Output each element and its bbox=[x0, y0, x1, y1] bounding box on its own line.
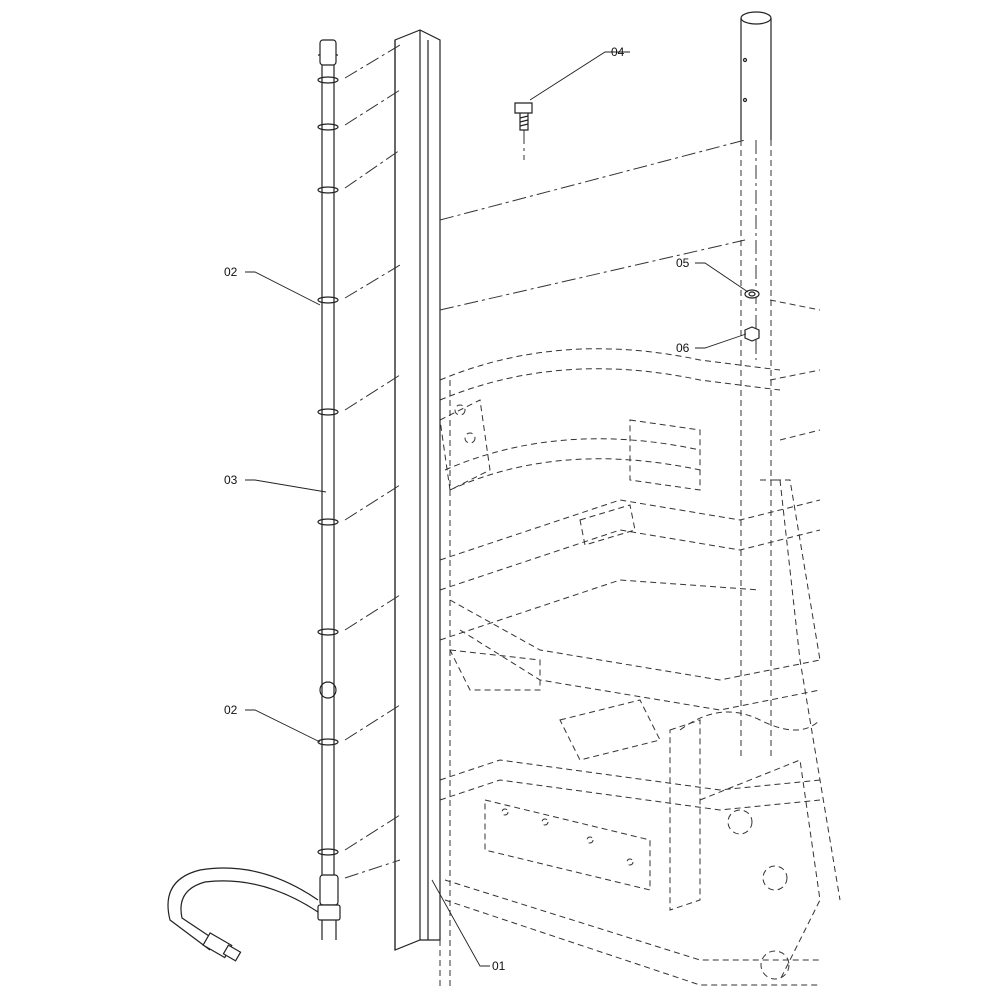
rail-01 bbox=[394, 29, 441, 951]
hose bbox=[167, 867, 319, 962]
callout-02-lower: 02 bbox=[224, 703, 238, 717]
bolt-04 bbox=[514, 102, 533, 131]
machine-frame bbox=[439, 299, 841, 990]
callout-06: 06 bbox=[676, 341, 690, 355]
callout-04: 04 bbox=[611, 45, 625, 59]
callout-05: 05 bbox=[676, 256, 690, 270]
assembly-lines bbox=[344, 44, 746, 879]
callout-01: 01 bbox=[492, 959, 506, 973]
callout-03: 03 bbox=[224, 473, 238, 487]
washer-05 bbox=[744, 289, 760, 299]
frame-post bbox=[740, 11, 772, 760]
spray-pipe-03 bbox=[317, 39, 341, 940]
leader-lines bbox=[245, 51, 749, 967]
nut-06 bbox=[744, 326, 760, 342]
callout-02-upper: 02 bbox=[224, 265, 238, 279]
